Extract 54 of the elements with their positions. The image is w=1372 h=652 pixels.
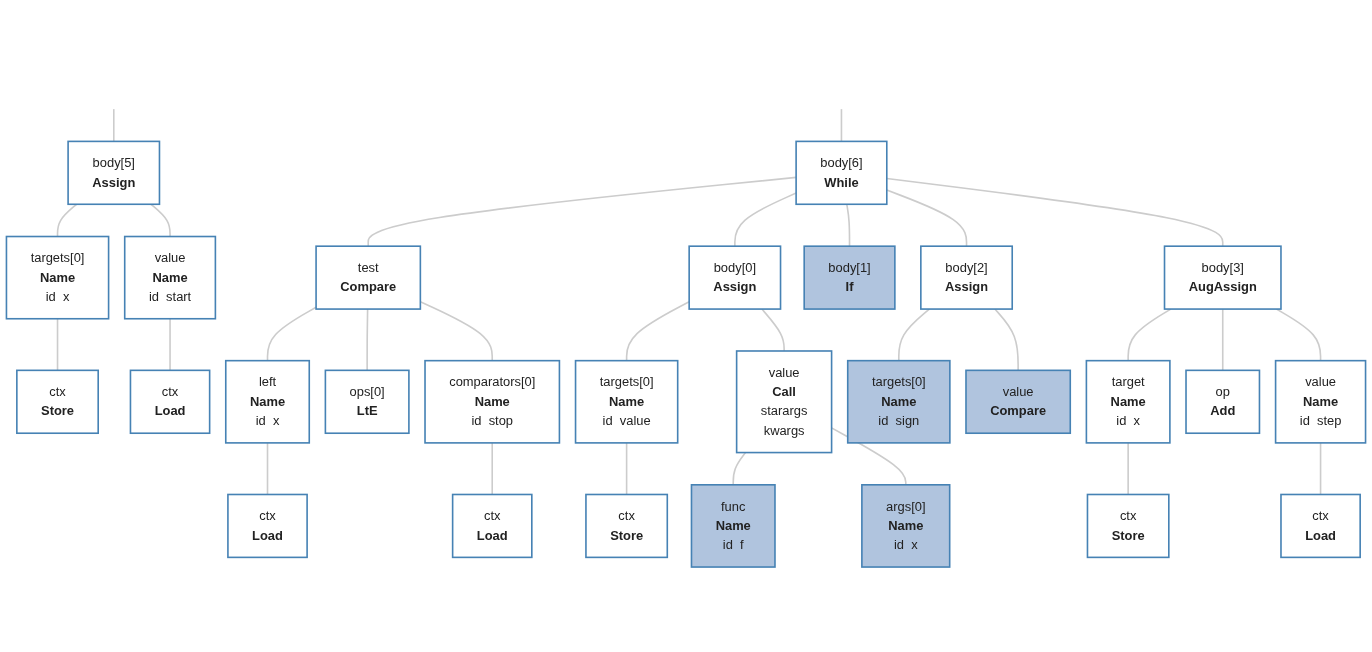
- connector: [886, 189, 968, 247]
- node-box: ctx Store: [1086, 493, 1170, 559]
- connector: [112, 108, 115, 143]
- connector: [169, 317, 171, 372]
- connector: [761, 308, 785, 352]
- connector: [1127, 442, 1129, 496]
- node-box: value Call starargs kwargs: [735, 350, 833, 454]
- node-box: ctx Load: [451, 493, 533, 559]
- connector: [625, 442, 628, 496]
- node-box: body[2] Assign: [920, 245, 1013, 310]
- connector: [367, 176, 797, 247]
- connector: [886, 177, 1224, 247]
- connector: [625, 301, 690, 362]
- node-box: ctx Store: [585, 493, 669, 559]
- node-box: target Name id x: [1085, 359, 1171, 444]
- connector: [1127, 308, 1172, 362]
- connector: [491, 442, 494, 496]
- connector: [732, 451, 747, 486]
- node-box: comparators[0] Name id stop: [424, 359, 561, 444]
- node-box: args[0] Name id x: [861, 484, 951, 568]
- node-box: ctx Load: [1280, 493, 1361, 559]
- connector: [734, 192, 797, 247]
- connector: [1275, 308, 1322, 362]
- node-box: body[0] Assign: [688, 245, 782, 310]
- node-box: targets[0] Name id sign: [846, 359, 951, 444]
- connector: [1221, 308, 1224, 372]
- node-box: targets[0] Name id x: [5, 235, 110, 320]
- node-box: body[5] Assign: [67, 140, 161, 206]
- connector: [898, 308, 931, 362]
- connector: [150, 203, 171, 238]
- node-box: op Add: [1185, 369, 1261, 435]
- node-box: ctx Load: [227, 493, 308, 559]
- node-box: ctx Store: [16, 369, 99, 435]
- connector: [266, 442, 269, 496]
- connector: [266, 306, 317, 362]
- connector: [56, 203, 78, 238]
- node-box: body[1] If: [803, 245, 896, 310]
- node-box: body[6] While: [795, 140, 888, 206]
- node-box: value Name id step: [1274, 359, 1367, 444]
- node-box: value Compare: [965, 369, 1072, 435]
- node-box: value Name id start: [123, 235, 217, 320]
- connector: [846, 203, 851, 247]
- connector: [994, 308, 1019, 372]
- connector: [840, 108, 843, 143]
- node-box: ctx Load: [129, 369, 211, 435]
- connector: [1319, 442, 1322, 496]
- node-box: func Name id f: [690, 484, 776, 568]
- node-box: targets[0] Name id value: [574, 359, 679, 444]
- connector: [56, 317, 59, 372]
- node-box: body[3] AugAssign: [1163, 245, 1282, 310]
- node-box: test Compare: [315, 245, 422, 310]
- node-box: ops[0] LtE: [324, 369, 410, 435]
- connector: [366, 308, 369, 372]
- node-box: left Name id x: [224, 359, 311, 444]
